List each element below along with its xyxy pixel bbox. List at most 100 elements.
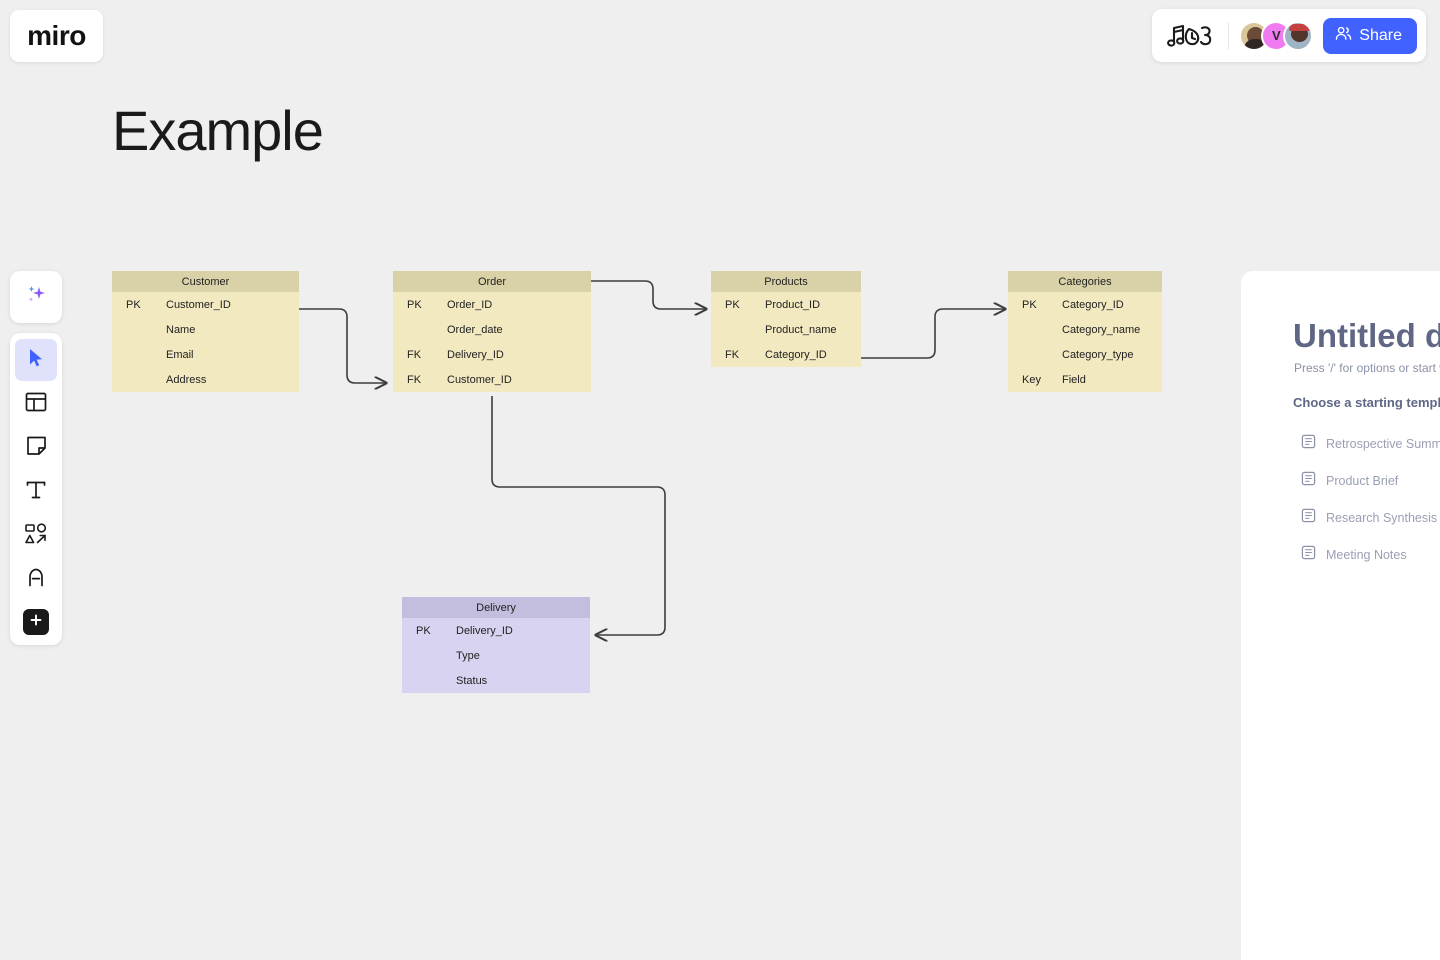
- erd-row-field: Status: [456, 674, 488, 687]
- erd-row-field: Name: [166, 323, 196, 336]
- erd-table-customer[interactable]: Customer PK Customer_ID Name Email Addre…: [112, 271, 299, 392]
- template-label: Research Synthesis: [1326, 510, 1438, 525]
- doc-title[interactable]: Untitled doc: [1293, 317, 1440, 354]
- document-icon: [1301, 434, 1316, 454]
- sticky-note-tool[interactable]: [15, 427, 57, 469]
- select-tool[interactable]: [15, 339, 57, 381]
- erd-row-field: Customer_ID: [166, 298, 231, 311]
- erd-table-products[interactable]: Products PK Product_ID Product_name FK C…: [711, 271, 861, 367]
- toolbar-divider: [1228, 22, 1230, 49]
- templates-tool[interactable]: [15, 383, 57, 425]
- erd-row-field: Product_name: [765, 323, 837, 336]
- doc-template-heading: Choose a starting templa: [1293, 395, 1440, 410]
- connector-customer-to-order: [299, 308, 386, 383]
- connector-order-to-products: [591, 280, 706, 309]
- template-icon: [24, 390, 48, 419]
- erd-row[interactable]: FK Customer_ID: [393, 367, 591, 392]
- sparkles-icon: [23, 282, 49, 313]
- avatar[interactable]: [1283, 20, 1314, 51]
- template-label: Product Brief: [1326, 473, 1399, 488]
- miro-logo-text: miro: [27, 20, 86, 51]
- board-title: Example: [112, 99, 324, 162]
- erd-row-field: Category_name: [1062, 323, 1141, 336]
- template-meeting-notes[interactable]: Meeting Notes: [1301, 536, 1440, 573]
- document-icon: [1301, 545, 1316, 565]
- share-button[interactable]: Share: [1323, 17, 1417, 54]
- erd-row[interactable]: PK Customer_ID: [112, 292, 299, 317]
- erd-row-key: FK: [725, 348, 740, 361]
- erd-row[interactable]: PK Category_ID: [1008, 292, 1162, 317]
- erd-row[interactable]: Name: [112, 317, 299, 342]
- doc-placeholder-hint: Press '/' for options or start w: [1294, 361, 1440, 375]
- more-apps-tool[interactable]: [23, 609, 49, 635]
- erd-row-field: Delivery_ID: [447, 348, 504, 361]
- erd-row-field: Category_type: [1062, 348, 1134, 361]
- erd-row[interactable]: Address: [112, 367, 299, 392]
- erd-row-key: PK: [407, 298, 422, 311]
- doc-template-list: Retrospective Summar Product Brief Resea…: [1301, 425, 1440, 573]
- top-right-toolbar: V Share: [1152, 9, 1426, 62]
- erd-row-field: Address: [166, 373, 207, 386]
- erd-table-title: Products: [711, 271, 861, 292]
- main-toolbar-card: [10, 333, 62, 645]
- erd-row[interactable]: Category_type: [1008, 342, 1162, 367]
- ai-toolbar-card: [10, 271, 62, 323]
- collaborator-avatars: V: [1239, 20, 1314, 51]
- pen-tool[interactable]: [15, 559, 57, 601]
- erd-table-order[interactable]: Order PK Order_ID Order_date FK Delivery…: [393, 271, 591, 392]
- erd-row[interactable]: Order_date: [393, 317, 591, 342]
- erd-row-field: Product_ID: [765, 298, 821, 311]
- erd-row-field: Type: [456, 649, 480, 662]
- connector-products-to-categories: [861, 309, 1005, 359]
- erd-row[interactable]: PK Delivery_ID: [402, 618, 590, 643]
- erd-row-key: PK: [416, 624, 431, 637]
- template-retrospective-summary[interactable]: Retrospective Summar: [1301, 425, 1440, 462]
- erd-table-title: Customer: [112, 271, 299, 292]
- erd-row[interactable]: Status: [402, 668, 590, 693]
- plus-icon: [29, 613, 43, 632]
- erd-row[interactable]: Product_name: [711, 317, 861, 342]
- erd-table-delivery[interactable]: Delivery PK Delivery_ID Type Status: [402, 597, 590, 693]
- erd-row-field: Category_ID: [765, 348, 827, 361]
- people-icon: [1335, 26, 1352, 46]
- erd-row-key: PK: [126, 298, 141, 311]
- shapes-icon: [24, 522, 48, 551]
- erd-row-key: FK: [407, 373, 422, 386]
- erd-table-title: Order: [393, 271, 591, 292]
- erd-row-field: Order_ID: [447, 298, 493, 311]
- erd-row[interactable]: Category_name: [1008, 317, 1162, 342]
- erd-row-field: Customer_ID: [447, 373, 512, 386]
- sticky-note-icon: [25, 434, 48, 462]
- erd-table-title: Categories: [1008, 271, 1162, 292]
- erd-row-key: PK: [725, 298, 740, 311]
- template-label: Retrospective Summar: [1326, 436, 1440, 451]
- erd-row[interactable]: PK Order_ID: [393, 292, 591, 317]
- erd-row-field: Delivery_ID: [456, 624, 513, 637]
- erd-table-title: Delivery: [402, 597, 590, 618]
- erd-row[interactable]: Email: [112, 342, 299, 367]
- erd-row-field: Field: [1062, 373, 1086, 386]
- erd-table-categories[interactable]: Categories PK Category_ID Category_name …: [1008, 271, 1162, 392]
- document-panel[interactable]: Untitled doc Press '/' for options or st…: [1241, 271, 1440, 960]
- cursor-icon: [25, 347, 47, 374]
- erd-row[interactable]: Type: [402, 643, 590, 668]
- music-notes-doodle-icon[interactable]: [1166, 21, 1218, 51]
- template-product-brief[interactable]: Product Brief: [1301, 462, 1440, 499]
- erd-row[interactable]: PK Product_ID: [711, 292, 861, 317]
- text-tool[interactable]: [15, 471, 57, 513]
- erd-row[interactable]: FK Delivery_ID: [393, 342, 591, 367]
- erd-row[interactable]: Key Field: [1008, 367, 1162, 392]
- erd-row-key: FK: [407, 348, 422, 361]
- document-icon: [1301, 508, 1316, 528]
- miro-logo[interactable]: miro: [10, 10, 103, 62]
- erd-row-key: Key: [1022, 373, 1041, 386]
- text-icon: [24, 478, 48, 507]
- shapes-tool[interactable]: [15, 515, 57, 557]
- erd-row-field: Email: [166, 348, 194, 361]
- document-icon: [1301, 471, 1316, 491]
- pen-icon: [24, 566, 48, 595]
- template-research-synthesis[interactable]: Research Synthesis: [1301, 499, 1440, 536]
- erd-row[interactable]: FK Category_ID: [711, 342, 861, 367]
- ai-sparkle-tool[interactable]: [15, 276, 57, 318]
